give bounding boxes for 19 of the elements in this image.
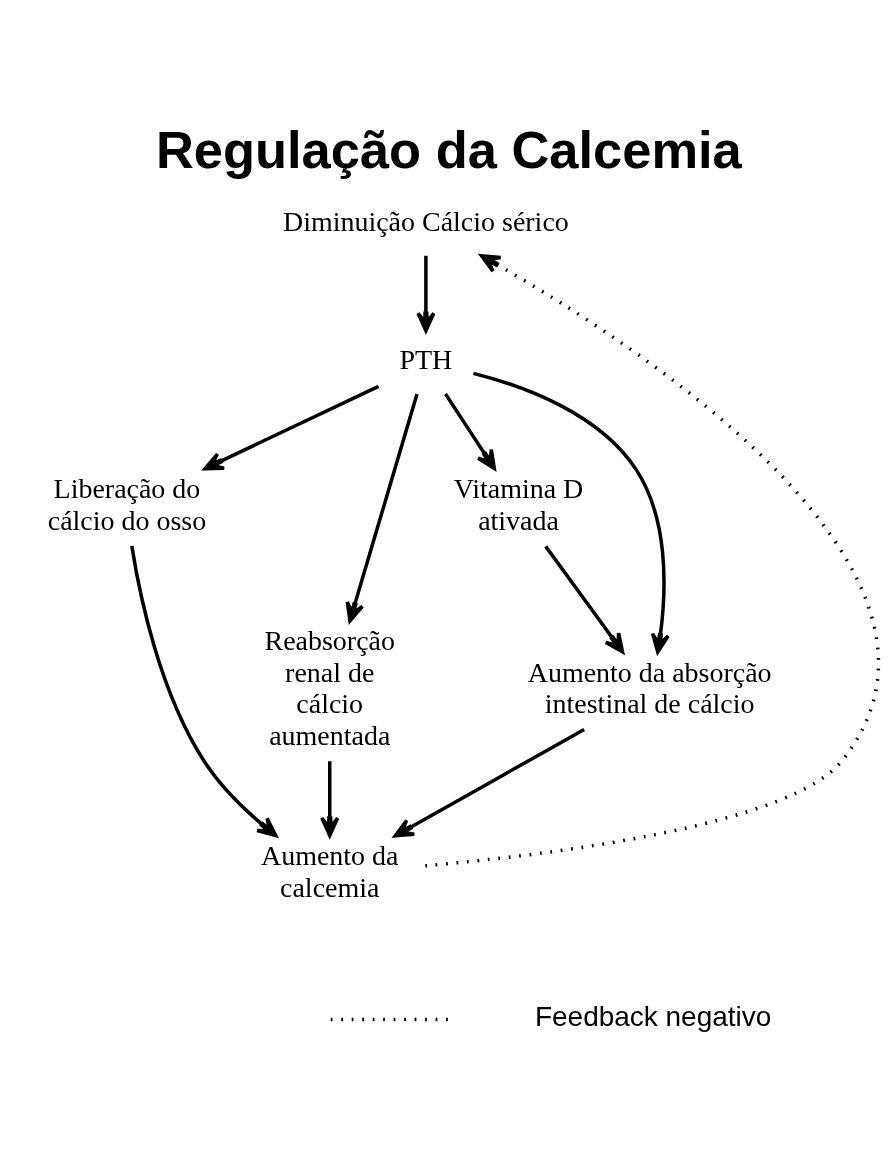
arrow [425, 254, 881, 868]
arrow [416, 255, 436, 333]
arrow [130, 545, 278, 838]
node-text: Liberação do cálcio do osso [47, 473, 207, 536]
arrow [444, 393, 497, 471]
arrow [345, 393, 419, 623]
diagram-title: Regulação da Calcemia [155, 121, 742, 180]
node-text: Vitamina D ativada [453, 473, 584, 536]
arrow [393, 728, 585, 838]
node-text: Aumento da calcemia [261, 840, 399, 903]
node-text: Reabsorção renal de cálcio aumentada [264, 625, 395, 751]
arrow [203, 384, 380, 471]
node-text: PTH [399, 343, 453, 375]
arrow [320, 761, 340, 838]
arrow [472, 371, 670, 654]
arrow [544, 545, 625, 654]
node-text: Diminuição Cálcio sérico [282, 205, 569, 237]
node-text: Aumento da absorção intestinal de cálcio [527, 656, 772, 720]
legend-label: Feedback negativo [534, 1001, 772, 1033]
